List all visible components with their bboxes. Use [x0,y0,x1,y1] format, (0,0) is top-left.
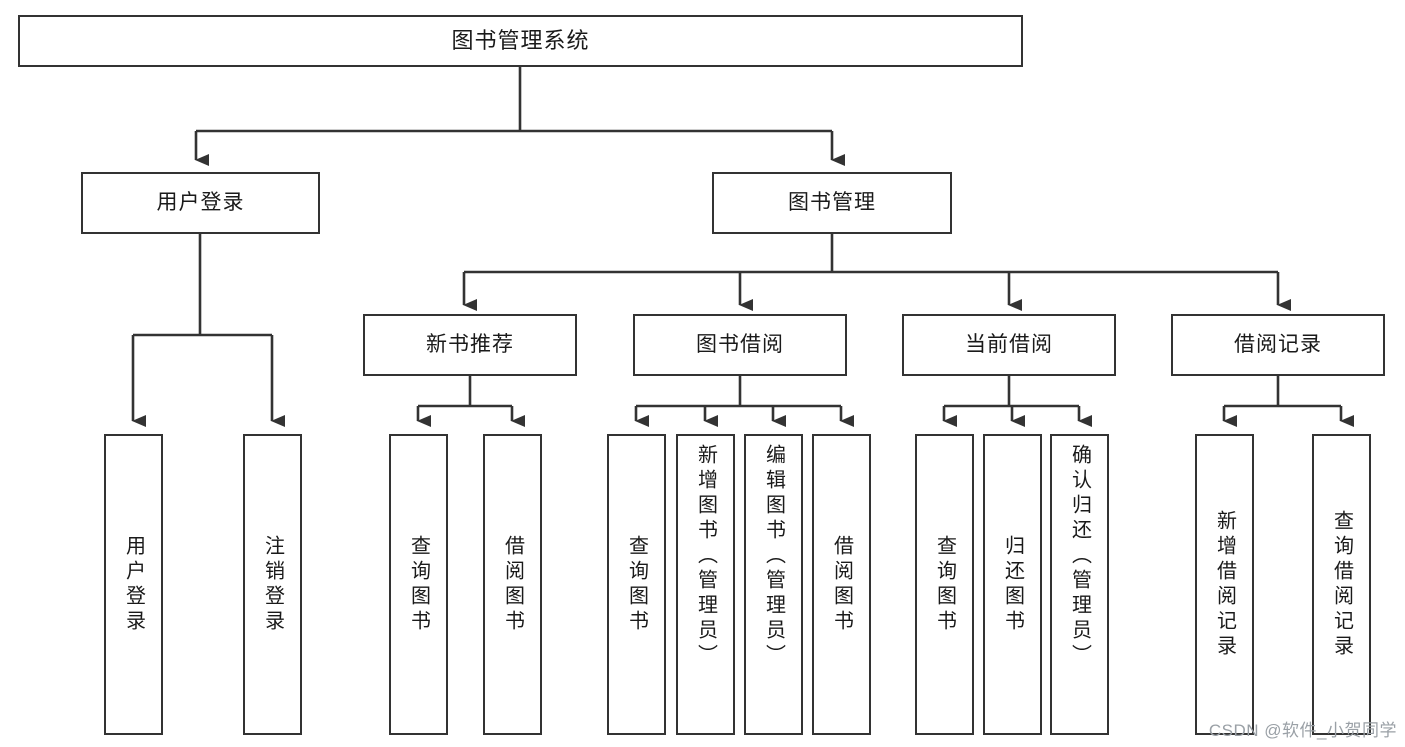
leaf-recommend-query-book[interactable]: 查询图书 [389,434,448,735]
watermark: CSDN @软件_小贺同学 [1208,721,1397,740]
leaf-current-confirm-return[interactable]: 确认归还（管理员） [1050,434,1109,735]
node-book-borrow[interactable]: 图书借阅 [633,314,847,376]
leaf-borrow-borrow-book-label: 借阅图书 [830,534,853,635]
leaf-record-query-label: 查询借阅记录 [1330,509,1353,660]
leaf-borrow-borrow-book[interactable]: 借阅图书 [812,434,871,735]
leaf-borrow-query-book[interactable]: 查询图书 [607,434,666,735]
leaf-current-query-book[interactable]: 查询图书 [915,434,974,735]
leaf-user-login-label: 用户登录 [122,534,145,635]
node-root-label: 图书管理系统 [451,28,590,54]
node-new-book-recommend-label: 新书推荐 [426,332,514,356]
node-current-borrow-label: 当前借阅 [965,332,1053,356]
leaf-borrow-add-book[interactable]: 新增图书（管理员） [676,434,735,735]
node-user-login-label: 用户登录 [156,190,245,214]
leaf-user-login[interactable]: 用户登录 [104,434,163,735]
node-book-management[interactable]: 图书管理 [712,172,952,234]
leaf-borrow-query-book-label: 查询图书 [625,534,648,635]
leaf-current-query-book-label: 查询图书 [933,534,956,635]
node-user-login[interactable]: 用户登录 [81,172,320,234]
node-book-management-label: 图书管理 [788,190,876,214]
node-borrow-record-label: 借阅记录 [1234,332,1322,356]
node-new-book-recommend[interactable]: 新书推荐 [363,314,577,376]
leaf-user-logout[interactable]: 注销登录 [243,434,302,735]
leaf-borrow-edit-book[interactable]: 编辑图书（管理员） [744,434,803,735]
leaf-current-return-book[interactable]: 归还图书 [983,434,1042,735]
leaf-record-query[interactable]: 查询借阅记录 [1312,434,1371,735]
leaf-current-return-book-label: 归还图书 [1001,534,1024,635]
leaf-record-add-label: 新增借阅记录 [1213,509,1236,660]
leaf-borrow-edit-book-label: 编辑图书（管理员） [762,444,785,669]
leaf-record-add[interactable]: 新增借阅记录 [1195,434,1254,735]
node-current-borrow[interactable]: 当前借阅 [902,314,1116,376]
leaf-recommend-query-book-label: 查询图书 [407,534,430,635]
leaf-borrow-add-book-label: 新增图书（管理员） [694,444,717,669]
leaf-current-confirm-return-label: 确认归还（管理员） [1068,444,1091,669]
node-borrow-record[interactable]: 借阅记录 [1171,314,1385,376]
leaf-user-logout-label: 注销登录 [261,534,284,635]
leaf-recommend-borrow-book[interactable]: 借阅图书 [483,434,542,735]
node-root[interactable]: 图书管理系统 [18,15,1023,67]
node-book-borrow-label: 图书借阅 [696,332,784,356]
leaf-recommend-borrow-book-label: 借阅图书 [501,534,524,635]
